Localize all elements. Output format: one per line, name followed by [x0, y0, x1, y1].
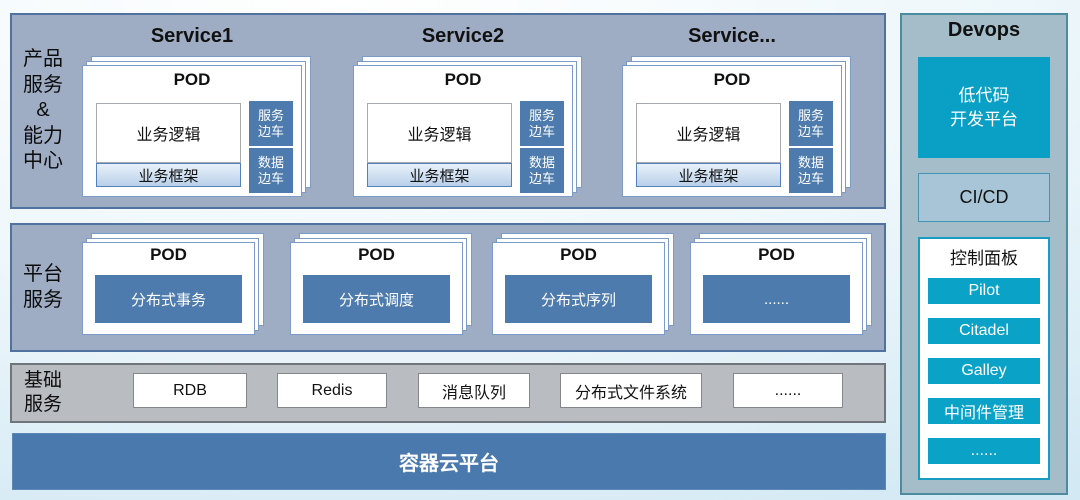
pod-card: POD 业务逻辑 业务框架 服务 边车 数据 边车: [82, 65, 302, 197]
redis-box: Redis: [277, 373, 387, 408]
citadel-button: Citadel: [928, 318, 1040, 344]
business-framework-box: 业务框架: [367, 163, 512, 187]
product-services-panel: 产品 服务 & 能力 中心 Service1 POD 业务逻辑 业务框架 服务 …: [10, 13, 886, 209]
service-title: Service...: [688, 25, 776, 47]
message-queue-box: 消息队列: [418, 373, 530, 408]
pod-card: POD 业务逻辑 业务框架 服务 边车 数据 边车: [353, 65, 573, 197]
product-row-label: 产品 服务 & 能力 中心: [23, 48, 63, 173]
infra-row-label: 基础 服务: [23, 369, 62, 415]
lowcode-platform-box: 低代码 开发平台: [918, 57, 1050, 158]
service-sidecar-box: 服务 边车: [249, 101, 293, 146]
platform-pod-stack: POD 分布式事务: [82, 233, 264, 335]
data-sidecar-box: 数据 边车: [789, 148, 833, 193]
platform-pod-stack: POD 分布式调度: [290, 233, 472, 335]
galley-button: Galley: [928, 358, 1040, 384]
business-framework-box: 业务框架: [96, 163, 241, 187]
pod-stack: POD 业务逻辑 业务框架 服务 边车 数据 边车: [353, 56, 582, 197]
distributed-sequence-box: 分布式序列: [505, 275, 652, 323]
business-framework-box: 业务框架: [636, 163, 781, 187]
business-logic-box: 业务逻辑: [636, 103, 781, 163]
middleware-management-button: 中间件管理: [928, 398, 1040, 424]
rdb-box: RDB: [133, 373, 247, 408]
pilot-button: Pilot: [928, 278, 1040, 304]
more-button: ......: [928, 438, 1040, 464]
pod-title: POD: [173, 70, 211, 89]
more-services-box: ......: [733, 373, 843, 408]
control-panel-title: 控制面板: [950, 249, 1018, 268]
control-panel-box: 控制面板 Pilot Citadel Galley 中间件管理 ......: [918, 237, 1050, 480]
service-group-3: Service... POD 业务逻辑 业务框架 服务 边车 数据 边车: [622, 25, 851, 197]
platform-row-label: 平台 服务: [23, 262, 63, 311]
basic-services-row: 基础 服务 RDB Redis 消息队列 分布式文件系统 ......: [10, 363, 886, 423]
devops-panel: Devops 低代码 开发平台 CI/CD 控制面板 Pilot Citadel…: [900, 13, 1068, 495]
service-group-2: Service2 POD 业务逻辑 业务框架 服务 边车 数据 边车: [353, 25, 582, 197]
distributed-file-system-box: 分布式文件系统: [560, 373, 702, 408]
pod-card: POD ......: [690, 242, 863, 335]
data-sidecar-box: 数据 边车: [520, 148, 564, 193]
service-sidecar-box: 服务 边车: [520, 101, 564, 146]
pod-card: POD 业务逻辑 业务框架 服务 边车 数据 边车: [622, 65, 842, 197]
container-cloud-platform-bar: 容器云平台: [12, 433, 886, 490]
pod-title: POD: [560, 245, 597, 264]
data-sidecar-box: 数据 边车: [249, 148, 293, 193]
service-sidecar-box: 服务 边车: [789, 101, 833, 146]
platform-pod-stack: POD 分布式序列: [492, 233, 674, 335]
devops-title: Devops: [947, 19, 1021, 41]
pod-stack: POD 业务逻辑 业务框架 服务 边车 数据 边车: [622, 56, 851, 197]
platform-services-panel: 平台 服务 POD 分布式事务 POD 分布式调度 POD 分布式序列: [10, 223, 886, 352]
cicd-box: CI/CD: [918, 173, 1050, 222]
platform-pod-stack: POD ......: [690, 233, 872, 335]
pod-title: POD: [150, 245, 187, 264]
business-logic-box: 业务逻辑: [96, 103, 241, 163]
pod-card: POD 分布式调度: [290, 242, 463, 335]
service-title: Service1: [150, 25, 234, 47]
pod-card: POD 分布式事务: [82, 242, 255, 335]
pod-title: POD: [444, 70, 482, 89]
business-logic-box: 业务逻辑: [367, 103, 512, 163]
pod-stack: POD 业务逻辑 业务框架 服务 边车 数据 边车: [82, 56, 311, 197]
distributed-transaction-box: 分布式事务: [95, 275, 242, 323]
more-components-box: ......: [703, 275, 850, 323]
distributed-scheduling-box: 分布式调度: [303, 275, 450, 323]
service-group-1: Service1 POD 业务逻辑 业务框架 服务 边车 数据 边车: [82, 25, 311, 197]
pod-title: POD: [758, 245, 795, 264]
service-title: Service2: [421, 25, 505, 47]
pod-title: POD: [358, 245, 395, 264]
pod-card: POD 分布式序列: [492, 242, 665, 335]
pod-title: POD: [713, 70, 751, 89]
